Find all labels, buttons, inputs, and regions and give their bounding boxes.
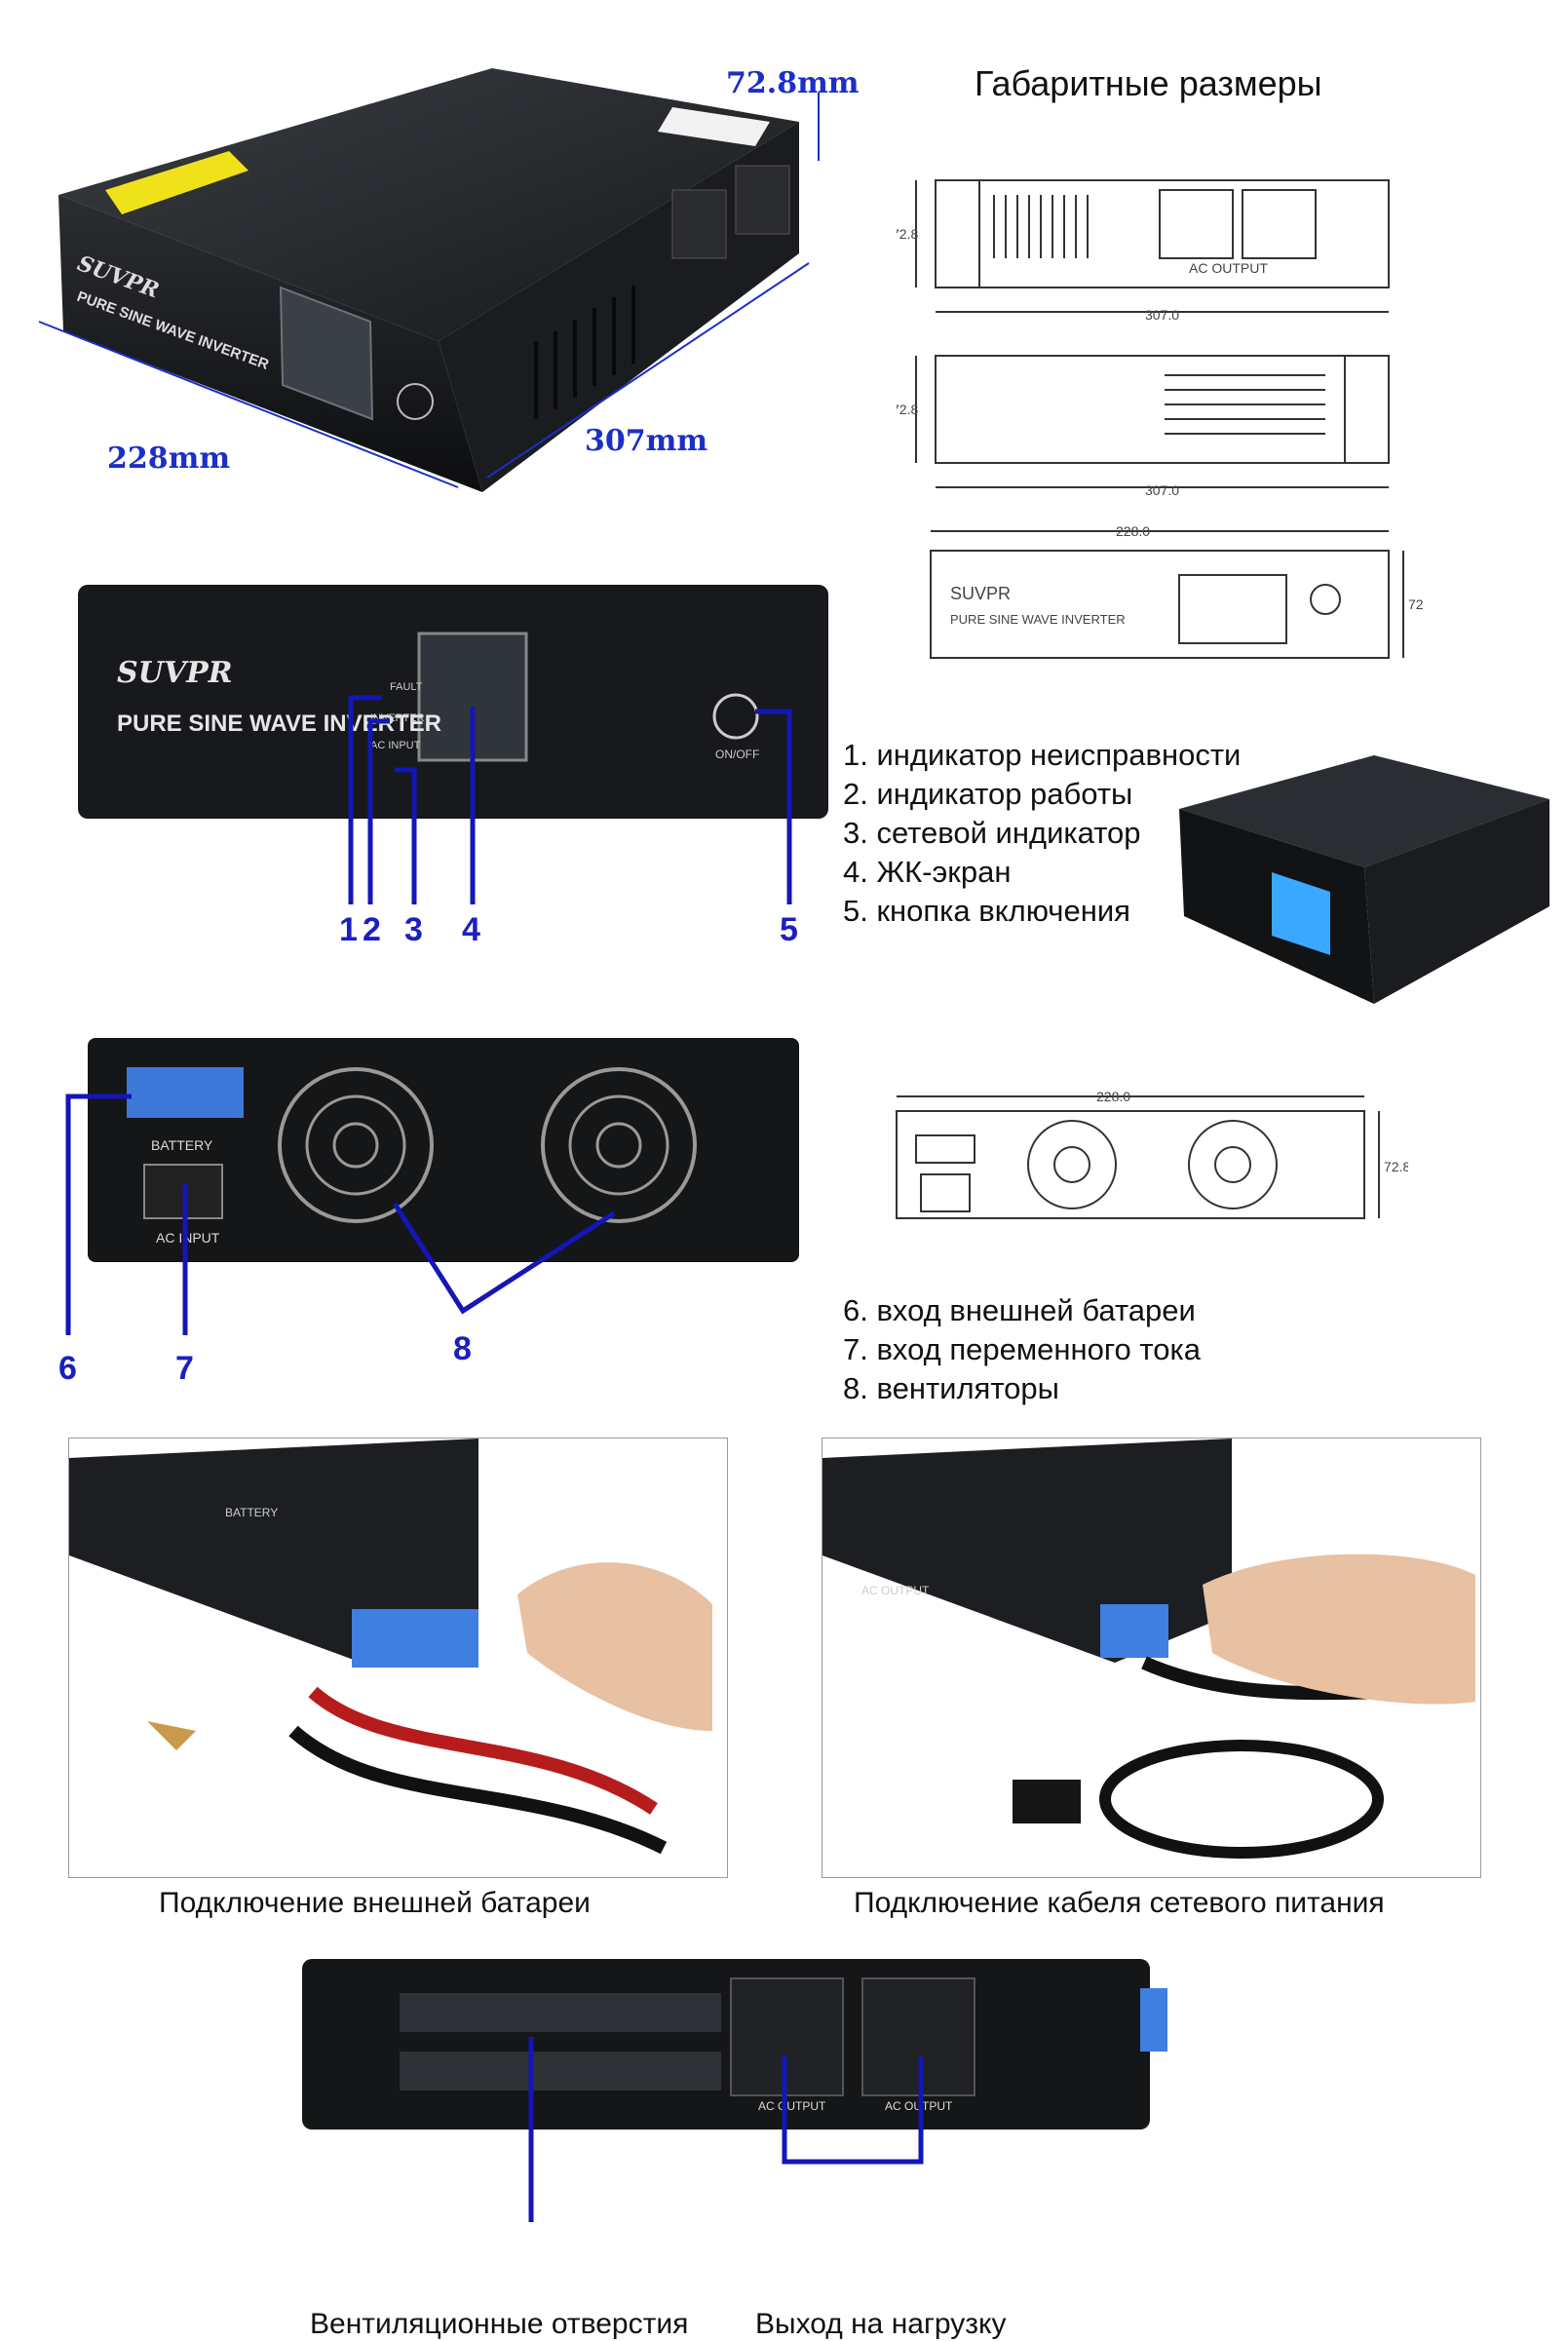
legend-item-6: 6. вход внешней батареи (843, 1293, 1196, 1327)
dimension-sketches: AC OUTPUT 307.0 72.8 307.0 72.8 228.0 SU… (897, 179, 1423, 659)
front-legend: 1. индикатор неисправности 2. индикатор … (843, 736, 1241, 931)
sketch-height-1: 72.8 (897, 226, 918, 242)
callout-1: 1 (339, 911, 358, 948)
rear-legend: 6. вход внешней батареи 7. вход переменн… (843, 1291, 1201, 1408)
callout-8: 8 (453, 1330, 472, 1367)
hand (517, 1562, 712, 1731)
sketch-ac-output: AC OUTPUT (1189, 260, 1268, 276)
sketch-brand: SUVPR (950, 584, 1011, 603)
sketch-height-2: 72.8 (897, 402, 918, 417)
callout-3: 3 (404, 911, 423, 948)
sketch-width-front: 228.0 (1116, 523, 1150, 539)
battery-label: BATTERY (225, 1506, 278, 1519)
rear-panel-photo: BATTERY AC INPUT 6 7 8 (58, 1038, 799, 1387)
sketch-length-1: 307.0 (1145, 307, 1179, 323)
legend-item-3: 3. сетевой индикатор (843, 816, 1141, 850)
callout-6: 6 (58, 1350, 77, 1387)
lcd-screen (279, 286, 374, 421)
brand-logo: SUVPR (117, 656, 233, 690)
battery-connection-photo: BATTERY (68, 1438, 728, 1878)
sketch-width-rear: 228.0 (1096, 1089, 1130, 1104)
fan-icon (278, 1067, 434, 1223)
lit-lcd-photo (1179, 755, 1549, 1004)
ac-socket-icon (671, 189, 727, 259)
legend-item-8: 8. вентиляторы (843, 1371, 1059, 1405)
ac-socket-icon (735, 165, 790, 235)
power-icon (712, 693, 759, 740)
plug-icon (1013, 1780, 1081, 1823)
legend-item-4: 4. ЖК-экран (843, 855, 1012, 889)
warning-label (105, 151, 249, 214)
sketch-height-front: 72.8 (1408, 596, 1423, 612)
battery-connector (1100, 1604, 1168, 1658)
battery-caption: Подключение внешней батареи (159, 1887, 591, 1919)
inverter-3d-view: SUVPR PURE SINE WAVE INVERTER 228mm 307m… (38, 66, 860, 492)
front-panel-photo: SUVPR PURE SINE WAVE INVERTER FAULT INVE… (78, 585, 828, 948)
battery-connector (127, 1067, 244, 1118)
hand (1203, 1554, 1475, 1705)
length-dimension: 307mm (585, 424, 708, 458)
legend-item-5: 5. кнопка включения (843, 894, 1130, 928)
battery-connector (352, 1609, 478, 1668)
rear-sketch: 228.0 72.8 (896, 1089, 1408, 1219)
on-off-label: ON/OFF (715, 748, 759, 761)
ac-output-label: AC OUTPUT (861, 1584, 930, 1597)
sketch-tagline: PURE SINE WAVE INVERTER (950, 612, 1126, 627)
fan-icon (541, 1067, 697, 1223)
ac-input-label: AC INPUT (370, 740, 421, 751)
ac-output-label: AC OUTPUT (758, 2099, 826, 2113)
battery-label: BATTERY (151, 1137, 213, 1153)
legend-item-2: 2. индикатор работы (843, 777, 1133, 811)
power-icon (397, 383, 434, 420)
width-dimension: 228mm (107, 441, 230, 476)
mains-caption: Подключение кабеля сетевого питания (854, 1887, 1385, 1919)
sketch-height-rear: 72.8 (1384, 1159, 1408, 1174)
fault-label: FAULT (390, 681, 423, 693)
lcd-screen (1272, 872, 1330, 955)
legend-item-1: 1. индикатор неисправности (843, 738, 1242, 772)
ac-input-label: AC INPUT (156, 1230, 220, 1246)
dimensions-title: Габаритные размеры (975, 63, 1322, 103)
height-dimension: 72.8mm (726, 66, 860, 100)
callout-7: 7 (175, 1350, 194, 1387)
sketch-length-2: 307.0 (1145, 482, 1179, 498)
legend-item-7: 7. вход переменного тока (843, 1332, 1201, 1366)
vents-caption: Вентиляционные отверстия (310, 2308, 689, 2340)
output-caption: Выход на нагрузку (755, 2308, 1007, 2340)
mains-connection-photo: AC OUTPUT (822, 1438, 1481, 1878)
side-panel-photo: AC OUTPUT AC OUTPUT (302, 1959, 1167, 2222)
callout-4: 4 (462, 911, 480, 948)
callout-2: 2 (363, 911, 381, 948)
callout-5: 5 (780, 911, 798, 948)
